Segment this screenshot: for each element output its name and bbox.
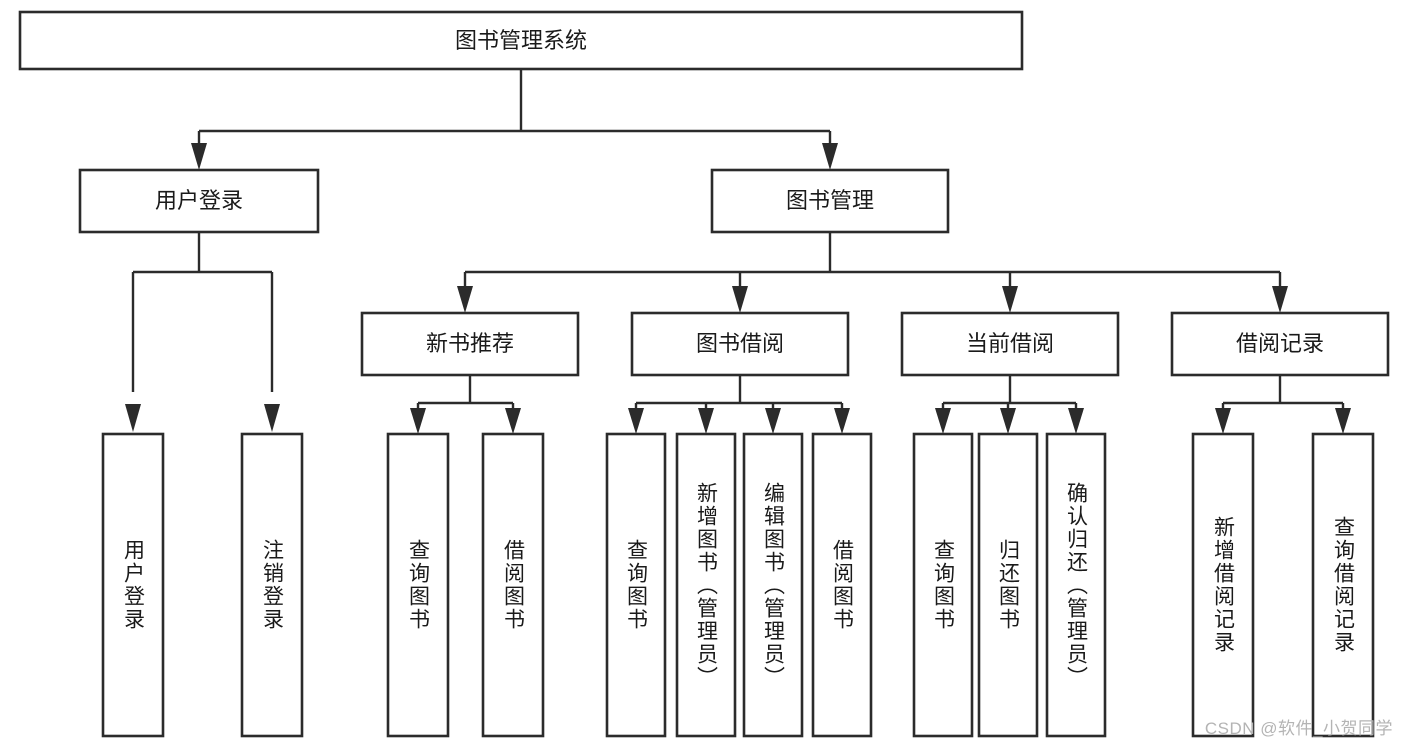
node-new-book-recommend-box[interactable] — [360, 311, 580, 377]
node-leaf-query-book-2[interactable] — [605, 432, 667, 738]
node-current-borrow-box[interactable] — [900, 311, 1120, 377]
arrow-head-borrow-record — [1272, 286, 1288, 313]
node-leaf-add-record[interactable] — [1191, 432, 1255, 738]
node-leaf-query-record-box[interactable] — [1311, 432, 1375, 738]
node-leaf-user-login[interactable] — [101, 432, 165, 738]
node-current-borrow-label: 当前借阅 — [966, 331, 1054, 356]
node-leaf-query-book-1[interactable] — [386, 432, 450, 738]
node-root[interactable]: 图书管理系统 — [18, 10, 1024, 71]
node-leaf-borrow-book-1[interactable] — [481, 432, 545, 738]
node-leaf-query-book-3[interactable] — [912, 432, 974, 738]
node-user-login[interactable]: 用户登录 — [78, 168, 320, 234]
arrow-head-current-borrow — [1002, 286, 1018, 313]
node-leaf-confirm-return-box[interactable] — [1045, 432, 1107, 738]
node-user-login-box[interactable] — [78, 168, 320, 234]
node-leaf-query-book-2-box[interactable] — [605, 432, 667, 738]
node-leaf-borrow-book-1-box[interactable] — [481, 432, 545, 738]
node-leaf-user-logout[interactable] — [240, 432, 304, 738]
node-root-box[interactable] — [18, 10, 1024, 71]
node-leaf-add-book-box[interactable] — [675, 432, 737, 738]
node-leaf-confirm-return[interactable] — [1045, 432, 1107, 738]
node-book-management-label: 图书管理 — [786, 188, 874, 213]
arrow-head-leaf-query-book-2 — [628, 408, 644, 434]
node-leaf-query-book-3-box[interactable] — [912, 432, 974, 738]
node-new-book-recommend[interactable]: 新书推荐 — [360, 311, 580, 377]
arrow-head-leaf-user-login — [125, 404, 141, 432]
node-leaf-edit-book[interactable] — [742, 432, 804, 738]
node-leaf-add-record-box[interactable] — [1191, 432, 1255, 738]
arrow-head-book-borrow — [732, 286, 748, 313]
node-new-book-recommend-label: 新书推荐 — [426, 331, 514, 356]
arrow-head-leaf-query-book-1 — [410, 408, 426, 434]
connector-group — [125, 69, 1351, 434]
node-borrow-record-label: 借阅记录 — [1236, 331, 1324, 356]
node-leaf-query-book-1-box[interactable] — [386, 432, 450, 738]
node-borrow-record[interactable]: 借阅记录 — [1170, 311, 1390, 377]
node-book-management-box[interactable] — [710, 168, 950, 234]
arrow-head-book-management — [822, 143, 838, 170]
node-user-login-label: 用户登录 — [155, 188, 243, 213]
arrow-head-leaf-borrow-book-1 — [505, 408, 521, 434]
node-book-borrow-label: 图书借阅 — [696, 331, 784, 356]
arrow-head-leaf-borrow-book-2 — [834, 408, 850, 434]
node-current-borrow[interactable]: 当前借阅 — [900, 311, 1120, 377]
node-book-borrow[interactable]: 图书借阅 — [630, 311, 850, 377]
node-root-label: 图书管理系统 — [455, 28, 587, 53]
arrow-head-new-book-recommend — [457, 286, 473, 313]
node-leaf-edit-book-box[interactable] — [742, 432, 804, 738]
node-leaf-query-record[interactable] — [1311, 432, 1375, 738]
node-leaf-return-book-box[interactable] — [977, 432, 1039, 738]
node-leaf-borrow-book-2[interactable] — [811, 432, 873, 738]
arrow-head-leaf-add-record — [1215, 408, 1231, 434]
arrow-head-leaf-query-book-3 — [935, 408, 951, 434]
arrow-head-user-login — [191, 143, 207, 170]
node-leaf-add-book[interactable] — [675, 432, 737, 738]
arrow-head-leaf-edit-book — [765, 408, 781, 434]
node-borrow-record-box[interactable] — [1170, 311, 1390, 377]
arrow-head-leaf-user-logout — [264, 404, 280, 432]
node-leaf-user-login-box[interactable] — [101, 432, 165, 738]
node-leaf-user-logout-box[interactable] — [240, 432, 304, 738]
node-leaf-return-book[interactable] — [977, 432, 1039, 738]
node-leaf-borrow-book-2-box[interactable] — [811, 432, 873, 738]
arrow-head-leaf-add-book — [698, 408, 714, 434]
arrow-head-leaf-query-record — [1335, 408, 1351, 434]
arrow-head-leaf-return-book — [1000, 408, 1016, 434]
arrow-head-leaf-confirm-return — [1068, 408, 1084, 434]
node-book-borrow-box[interactable] — [630, 311, 850, 377]
node-book-management[interactable]: 图书管理 — [710, 168, 950, 234]
